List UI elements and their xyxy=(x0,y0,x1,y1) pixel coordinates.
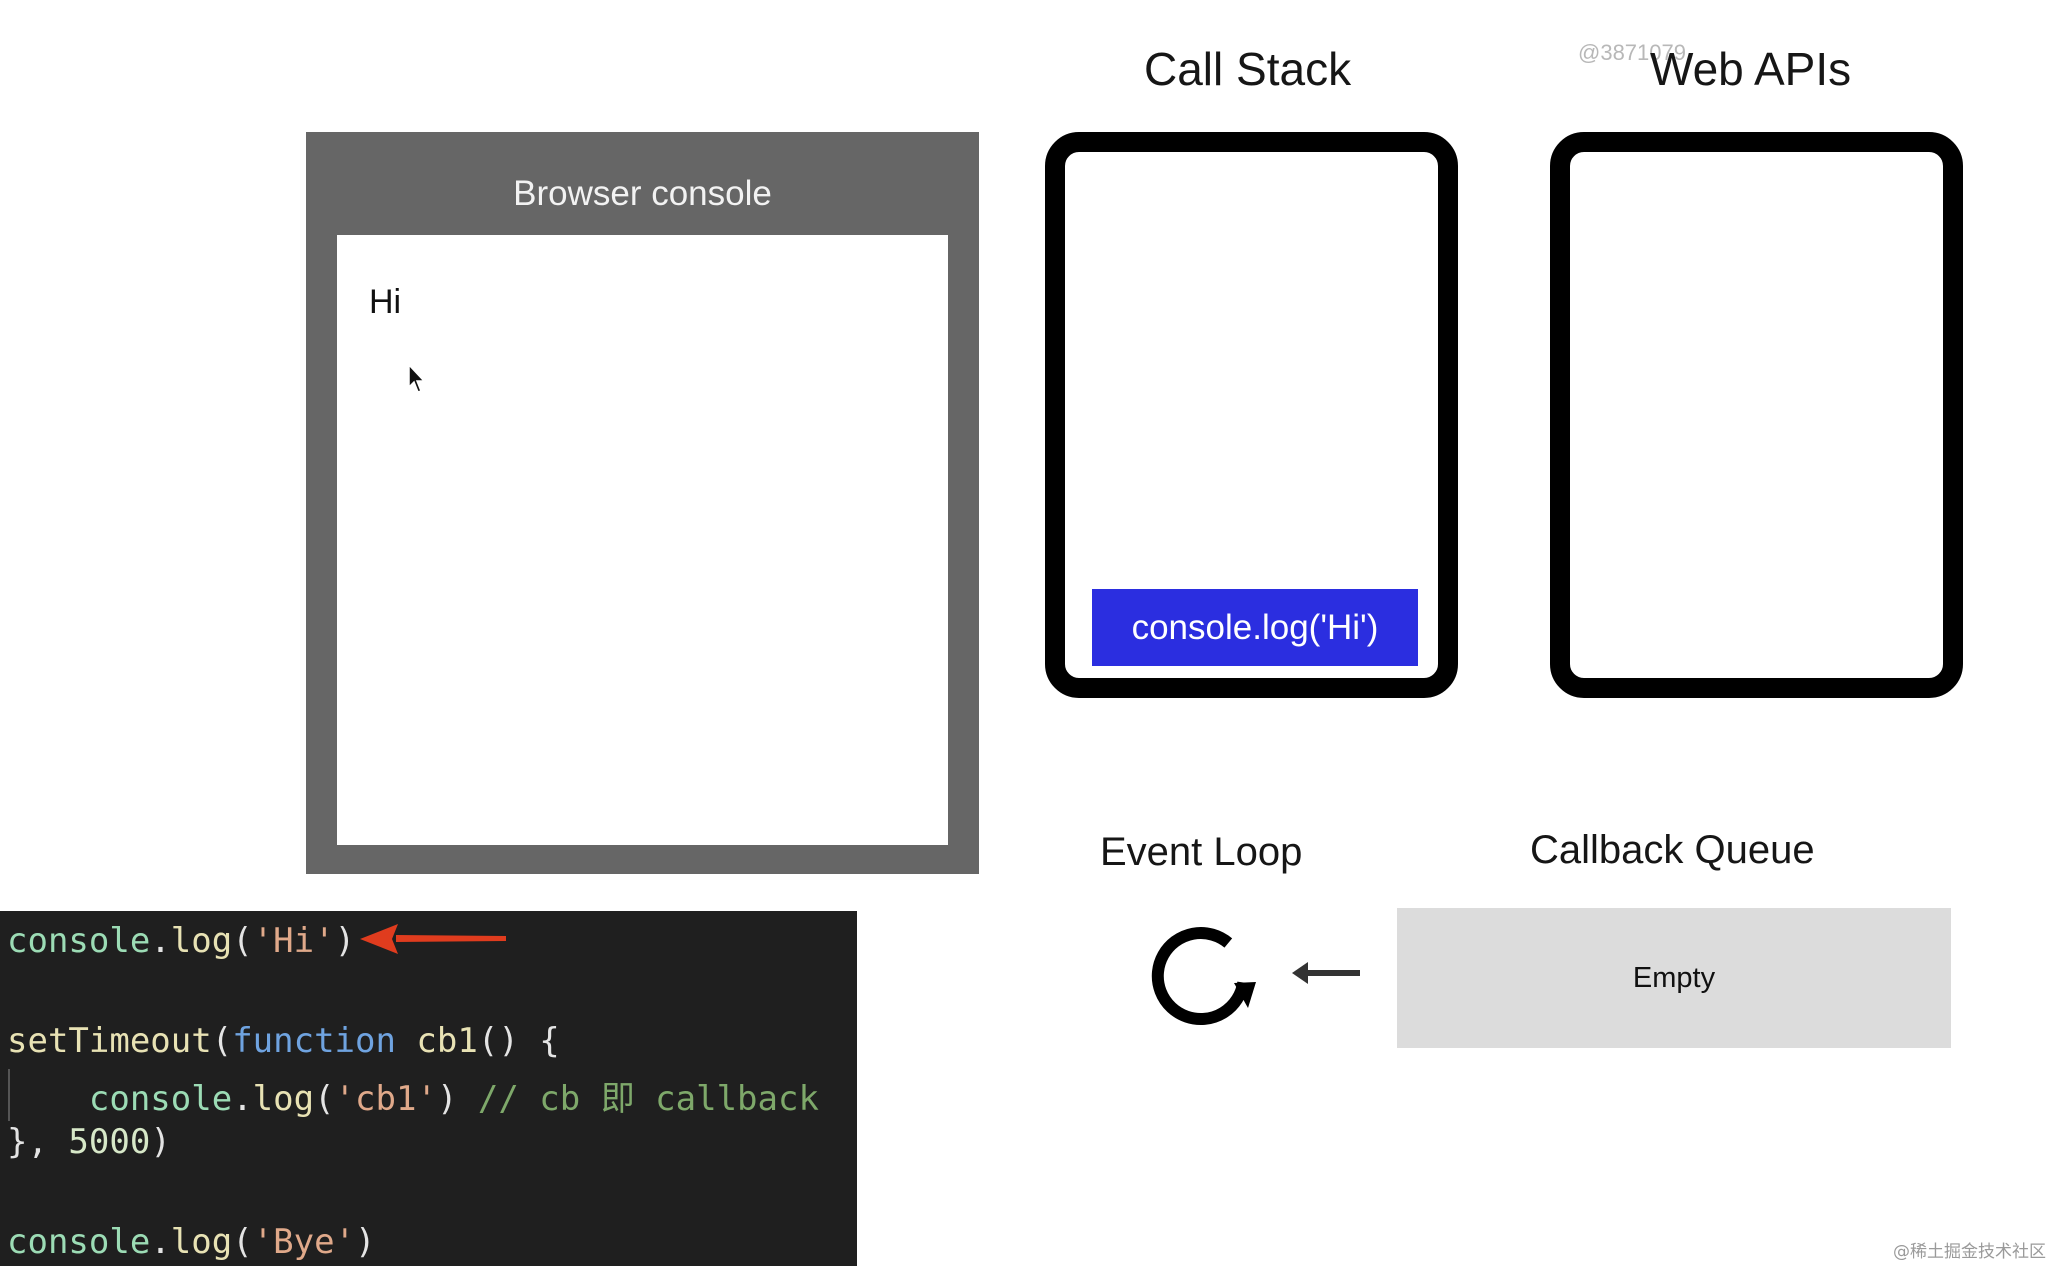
callback-queue-title: Callback Queue xyxy=(1530,828,1815,872)
code-line-1: console.log('Hi') xyxy=(7,921,356,961)
cursor-icon xyxy=(408,363,426,393)
console-output-line: Hi xyxy=(369,283,402,321)
call-stack-frame: console.log('Hi') xyxy=(1092,589,1418,666)
callback-queue-content: Empty xyxy=(1632,961,1716,994)
indent-guide xyxy=(8,1069,10,1121)
watermark-top: @3871079 xyxy=(1578,40,1686,65)
code-editor-panel: console.log('Hi') setTimeout(function cb… xyxy=(0,911,857,1266)
code-line-3: console.log('cb1') // cb 即 callback xyxy=(88,1079,819,1119)
browser-console-title: Browser console xyxy=(513,174,772,213)
code-line-2: setTimeout(function cb1() { xyxy=(7,1021,560,1061)
callback-queue-box: Empty xyxy=(1397,908,1951,1048)
call-stack-title: Call Stack xyxy=(1144,43,1352,95)
event-loop-title: Event Loop xyxy=(1100,830,1303,874)
pointer-arrow-icon xyxy=(360,924,506,954)
browser-console-output: Hi xyxy=(337,235,948,845)
web-apis-title: Web APIs xyxy=(1650,43,1852,95)
watermark-bottom: @稀土掘金技术社区 xyxy=(1893,1242,2046,1262)
event-loop-icon xyxy=(1151,927,1256,1026)
code-line-5: console.log('Bye') xyxy=(7,1222,376,1262)
web-apis-box xyxy=(1550,132,1963,698)
browser-console-panel: Browser console Hi xyxy=(306,132,979,874)
code-line-4: }, 5000) xyxy=(7,1122,171,1162)
left-arrow-icon xyxy=(1292,962,1360,984)
